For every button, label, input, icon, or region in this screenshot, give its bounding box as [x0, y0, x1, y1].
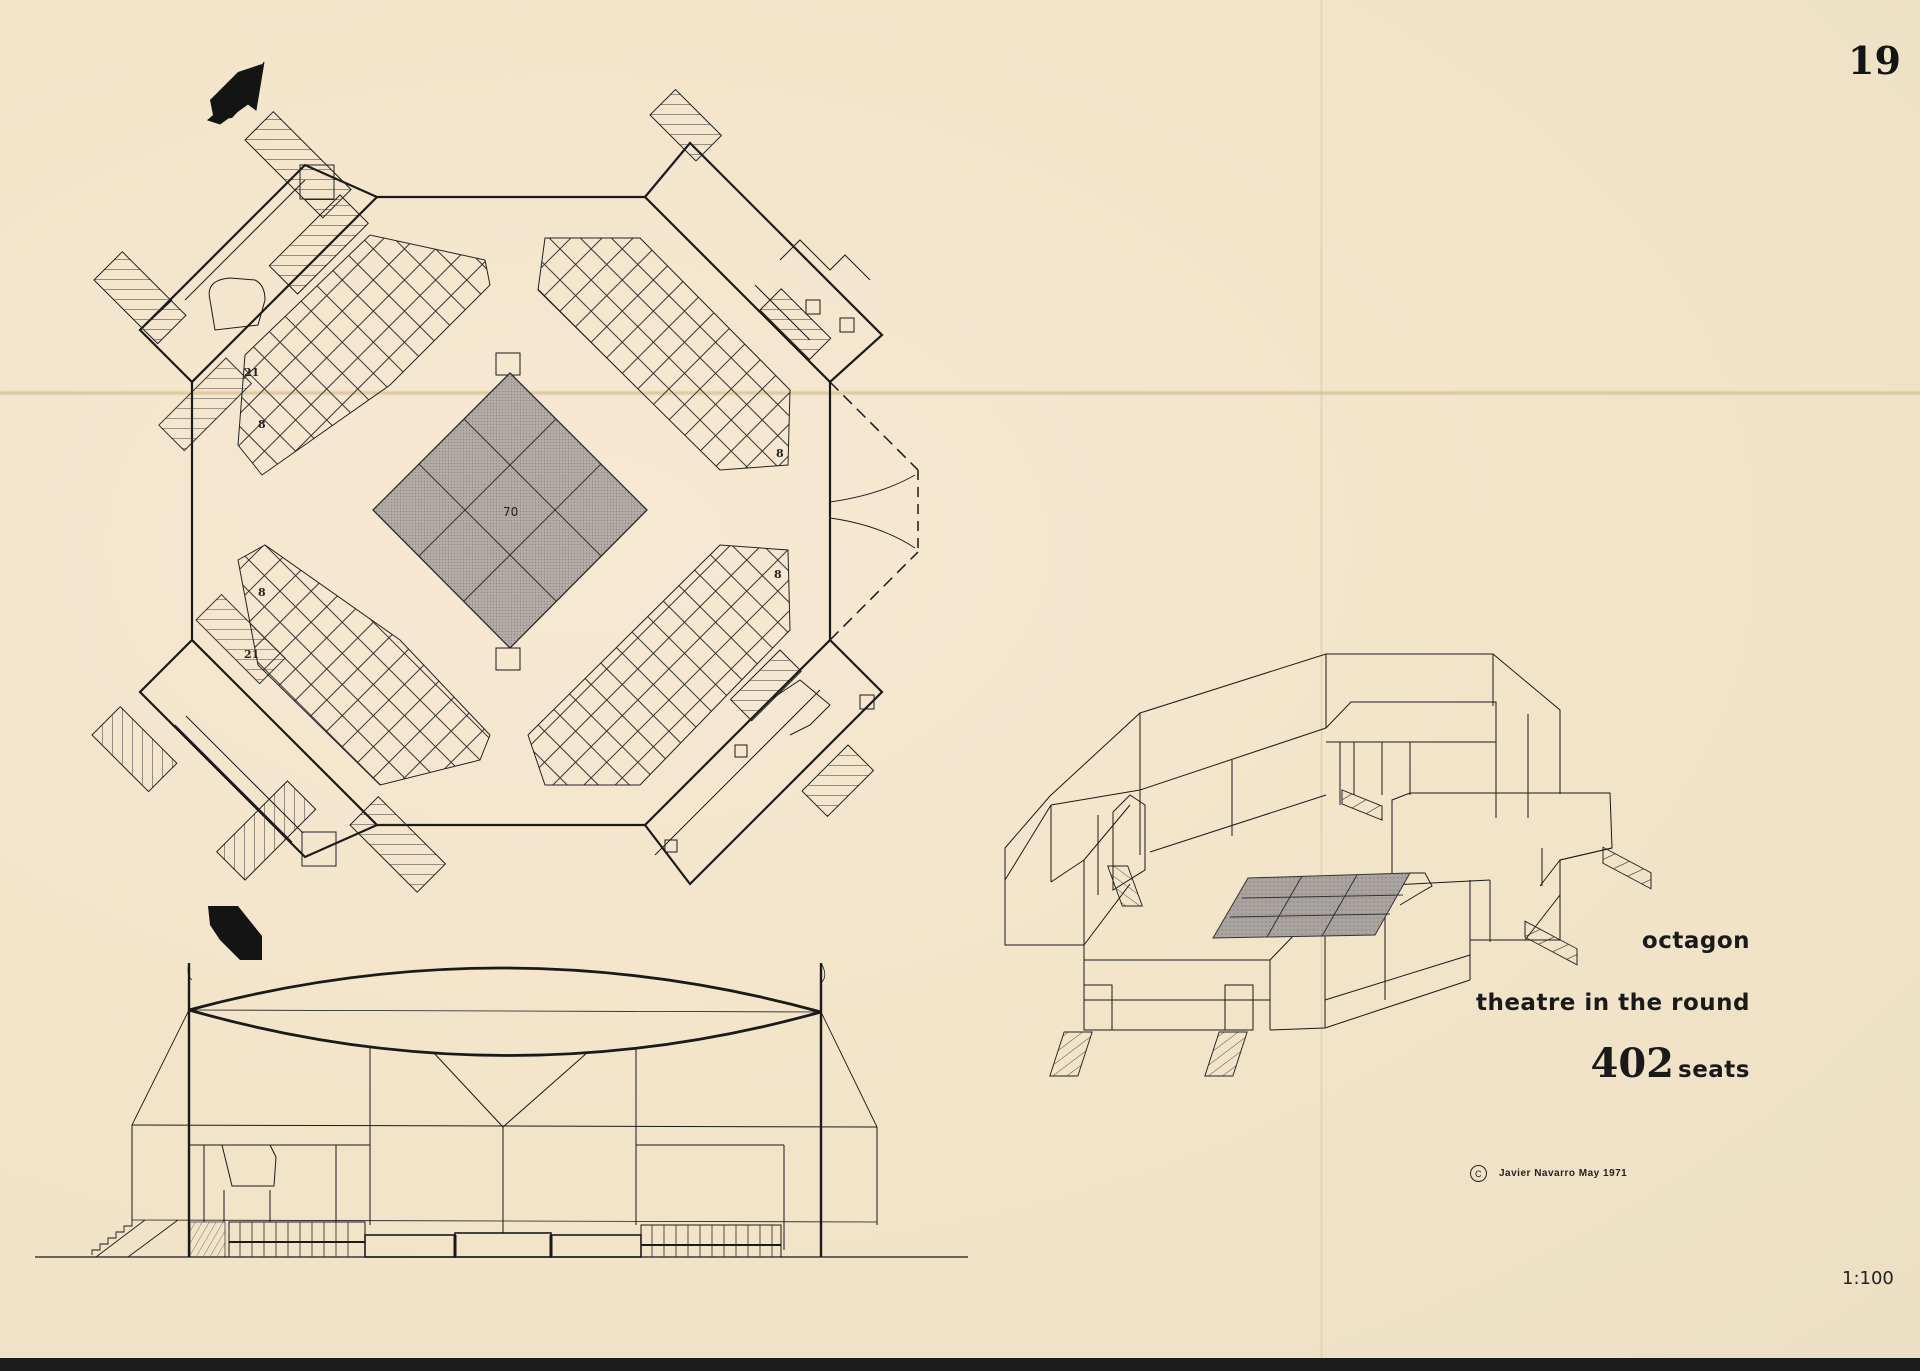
seat-count: 402	[1590, 1040, 1675, 1087]
seat-block-nw	[237, 234, 491, 476]
seat-block-sw	[237, 544, 491, 786]
title-theatre-in-the-round: theatre in the round	[1475, 990, 1750, 1016]
se-wing	[644, 639, 884, 886]
entrance-arrow-bottom	[208, 906, 262, 960]
nw-wing	[93, 111, 378, 452]
ne-wing	[644, 88, 884, 383]
stage-plan	[372, 372, 648, 649]
entrance-arrow-top-body	[210, 64, 262, 120]
copyright-credit: C Javier Navarro May 1971	[1470, 1165, 1627, 1182]
east-doors	[829, 381, 919, 641]
fold-line-horizontal	[0, 390, 1920, 396]
seat-count-label: 8	[258, 586, 266, 599]
isometric-view	[1004, 653, 1652, 1077]
section-elevation	[35, 962, 968, 1258]
seat-block-se	[527, 544, 791, 786]
page-number: 19	[1848, 38, 1901, 83]
stage-number-label: 70	[503, 505, 518, 519]
seat-count-label: 8	[774, 568, 782, 581]
floor-plan	[91, 61, 919, 960]
seat-block-ne	[537, 237, 791, 471]
drawing-scale: 1:100	[1842, 1268, 1894, 1289]
credit-text: Javier Navarro May 1971	[1499, 1168, 1628, 1179]
seat-count-label: 21	[244, 648, 259, 661]
section-seat-grid	[239, 1222, 773, 1257]
seat-count-label: 21	[244, 366, 259, 379]
copyright-icon: C	[1470, 1165, 1487, 1182]
seat-count-label: 8	[776, 447, 784, 460]
sw-wing	[91, 593, 447, 893]
fold-line-vertical	[1320, 0, 1323, 1358]
title-octagon: octagon	[1641, 928, 1750, 954]
scan-edge	[0, 1358, 1920, 1371]
seats-label: seats	[1678, 1057, 1750, 1083]
seat-count-label: 8	[258, 418, 266, 431]
